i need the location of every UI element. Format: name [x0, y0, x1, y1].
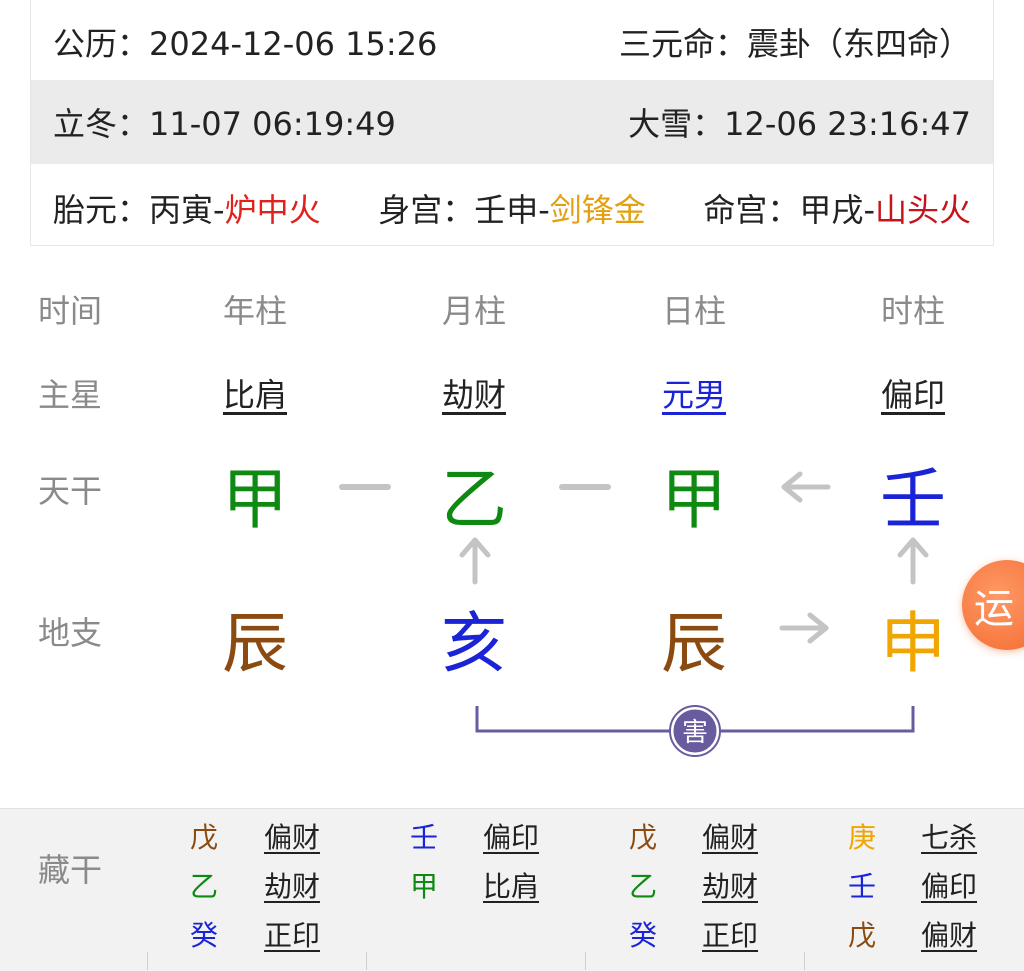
- canggan-hour-stem-2: 壬: [847, 870, 876, 903]
- info-row-solar: 公历：2024-12-06 15:26 三元命：震卦（东四命）: [31, 0, 993, 84]
- column-divider: [147, 952, 148, 970]
- canggan-day-stem-1: 戊: [628, 821, 657, 854]
- main-star-month[interactable]: 劫财: [414, 370, 534, 416]
- arrow-up-icon: [459, 537, 491, 585]
- row-label-canggan: 藏干: [38, 851, 103, 889]
- yun-button[interactable]: 运: [962, 560, 1024, 650]
- row-label-time: 时间: [38, 292, 103, 330]
- solar-date: 公历：2024-12-06 15:26: [53, 19, 437, 65]
- shengong-label: 身宫：: [378, 191, 475, 229]
- tiangan-hour: 壬: [880, 461, 946, 538]
- minggong-sep: -: [863, 191, 875, 229]
- canggan-hour-god-1[interactable]: 七杀: [921, 821, 978, 854]
- minggong: 命宫：甲戌-山头火: [703, 185, 971, 231]
- dizhi-hour: 申: [880, 605, 946, 682]
- canggan-hour-god-3[interactable]: 偏财: [921, 919, 978, 952]
- arrow-left-icon: [781, 471, 831, 503]
- main-star-day-link[interactable]: 元男: [661, 376, 726, 414]
- canggan-month-god-1[interactable]: 偏印: [483, 821, 540, 854]
- canggan-month-stem-1: 壬: [409, 821, 438, 854]
- dizhi-month: 亥: [441, 605, 507, 682]
- column-divider: [804, 952, 805, 970]
- main-star-day[interactable]: 元男: [634, 370, 754, 416]
- column-divider: [585, 952, 586, 970]
- term-daxue: 大雪：12-06 23:16:47: [628, 99, 971, 145]
- minggong-label: 命宫：: [703, 191, 800, 229]
- minggong-nayin: 山头火: [874, 191, 971, 229]
- sanyuan-label: 三元命：: [618, 25, 747, 63]
- canggan-year-god-1[interactable]: 偏财: [264, 821, 321, 854]
- canggan-day-stem-3: 癸: [628, 919, 657, 952]
- term2-value: 12-06 23:16:47: [724, 105, 971, 143]
- relation-diagram: 害: [339, 471, 929, 757]
- row-label-dizhi: 地支: [38, 614, 103, 652]
- main-star-hour-link[interactable]: 偏印: [880, 376, 945, 414]
- col-head-year: 年柱: [222, 292, 287, 330]
- taiyuan-nayin: 炉中火: [224, 191, 321, 229]
- main-star-hour[interactable]: 偏印: [853, 370, 973, 416]
- arrow-up-icon: [897, 537, 929, 585]
- canggan-year-stem-2: 乙: [189, 870, 218, 903]
- column-divider: [366, 952, 367, 970]
- tiangan-year: 甲: [222, 461, 288, 538]
- tiangan-day: 甲: [661, 461, 727, 538]
- canggan-year-stem-1: 戊: [189, 821, 218, 854]
- solar-label: 公历：: [53, 25, 150, 63]
- taiyuan-value: 丙寅: [149, 191, 214, 229]
- info-row-palaces: 胎元：丙寅-炉中火 身宫：壬申-剑锋金 命宫：甲戌-山头火: [31, 166, 993, 250]
- shengong-value: 壬申: [474, 191, 539, 229]
- main-star-year-link[interactable]: 比肩: [222, 376, 287, 414]
- tiangan-month: 乙: [441, 461, 507, 538]
- canggan-hour-stem-3: 戊: [847, 919, 876, 952]
- taiyuan-label: 胎元：: [53, 191, 150, 229]
- sanyuan-value: 震卦（东四命）: [746, 25, 971, 63]
- term1-label: 立冬：: [53, 105, 150, 143]
- term2-label: 大雪：: [628, 105, 725, 143]
- taiyuan-sep: -: [213, 191, 225, 229]
- relation-label: 害: [682, 718, 708, 748]
- canggan-month-stem-2: 甲: [409, 870, 438, 903]
- arrow-right-icon: [779, 612, 829, 644]
- main-star-month-link[interactable]: 劫财: [441, 376, 506, 414]
- dizhi-year: 辰: [222, 605, 288, 682]
- canggan-day-god-3[interactable]: 正印: [702, 919, 759, 952]
- col-head-month: 月柱: [441, 292, 506, 330]
- canggan-day-god-2[interactable]: 劫财: [702, 870, 759, 903]
- canggan-year-god-2[interactable]: 劫财: [264, 870, 321, 903]
- row-label-main-star: 主星: [38, 376, 103, 414]
- dizhi-day: 辰: [661, 605, 727, 682]
- canggan-hour-stem-1: 庚: [847, 821, 876, 854]
- col-head-hour: 时柱: [880, 292, 945, 330]
- main-star-year[interactable]: 比肩: [195, 370, 315, 416]
- canggan-month-god-2[interactable]: 比肩: [483, 870, 540, 903]
- row-label-tiangan: 天干: [38, 472, 103, 510]
- canggan-year-god-3[interactable]: 正印: [264, 919, 321, 952]
- canggan-year-stem-3: 癸: [189, 919, 218, 952]
- canggan-section: 藏干: [0, 808, 1024, 971]
- minggong-value: 甲戌: [799, 191, 864, 229]
- sanyuan-ming: 三元命：震卦（东四命）: [619, 19, 971, 65]
- solar-value: 2024-12-06 15:26: [149, 25, 438, 63]
- term-lidong: 立冬：11-07 06:19:49: [53, 99, 396, 145]
- canggan-day-stem-2: 乙: [628, 870, 657, 903]
- shengong: 身宫：壬申-剑锋金: [378, 185, 646, 231]
- taiyuan: 胎元：丙寅-炉中火: [53, 185, 321, 231]
- shengong-sep: -: [538, 191, 550, 229]
- col-head-day: 日柱: [661, 292, 726, 330]
- info-row-solar-terms: 立冬：11-07 06:19:49 大雪：12-06 23:16:47: [31, 80, 993, 164]
- canggan-day-god-1[interactable]: 偏财: [702, 821, 759, 854]
- relation-bracket: 害: [475, 705, 915, 757]
- info-card: 公历：2024-12-06 15:26 三元命：震卦（东四命） 立冬：11-07…: [30, 0, 994, 246]
- term1-value: 11-07 06:19:49: [149, 105, 396, 143]
- canggan-hour-god-2[interactable]: 偏印: [921, 870, 978, 903]
- shengong-nayin: 剑锋金: [549, 191, 646, 229]
